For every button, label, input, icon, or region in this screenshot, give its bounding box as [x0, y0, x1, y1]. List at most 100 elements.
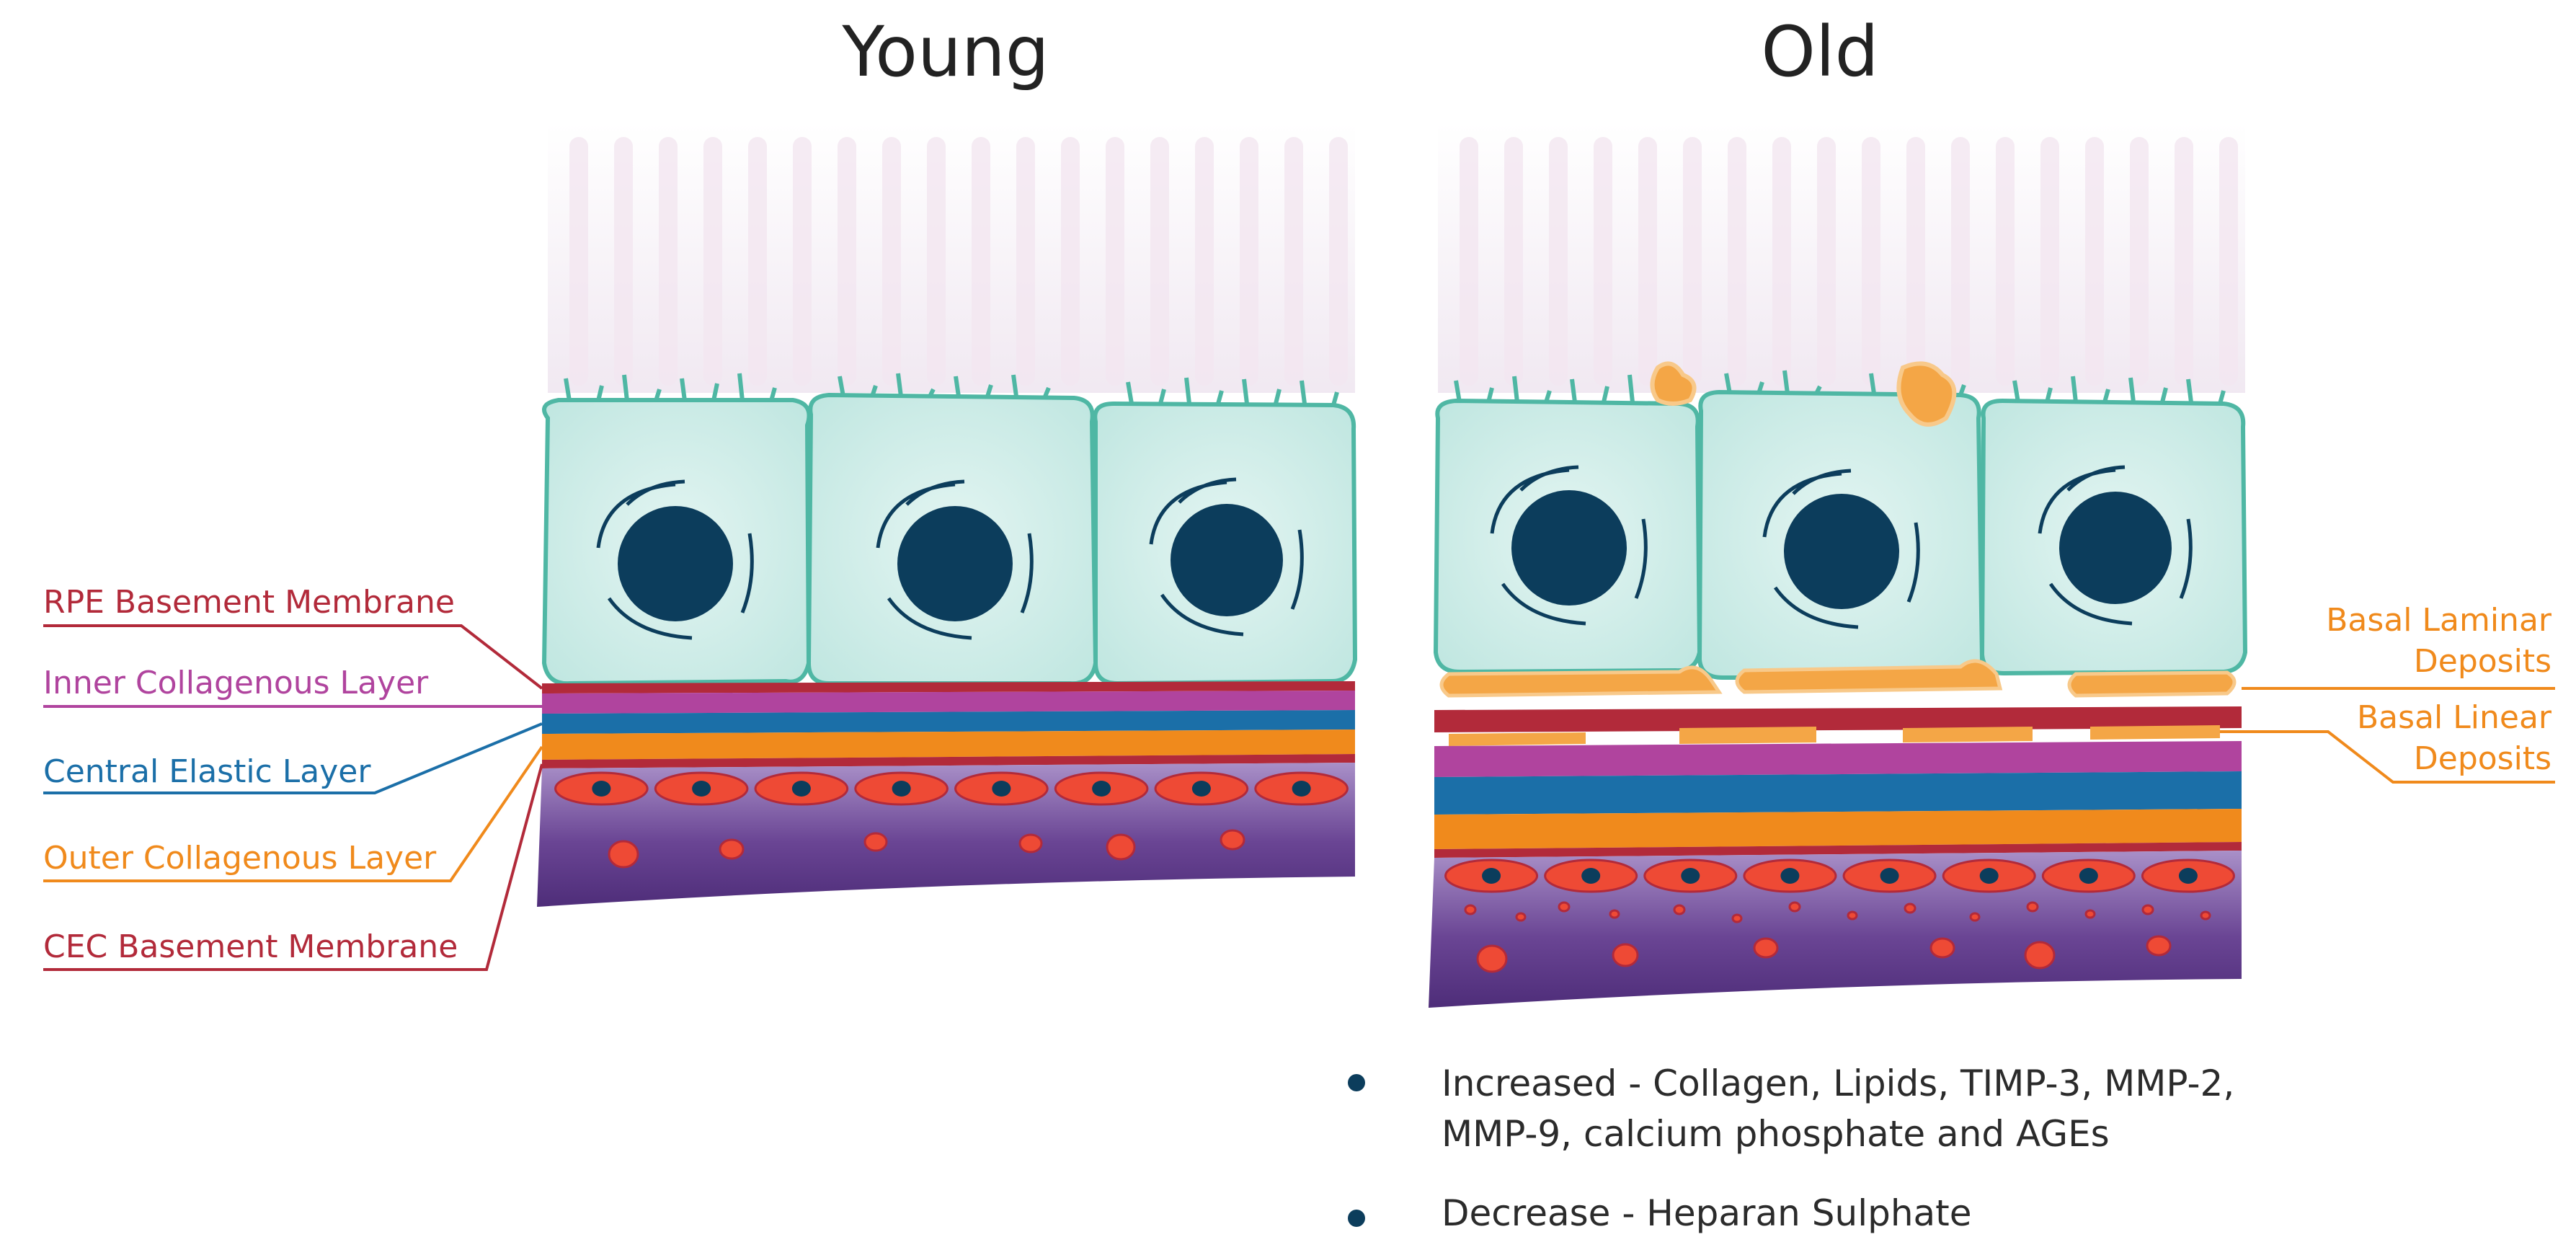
blood-cell: [1612, 943, 1639, 967]
photoreceptor-segment: [1329, 137, 1348, 386]
old-nucleus: [1784, 494, 1899, 609]
endothelial-nucleus: [1780, 868, 1800, 884]
old-apical-deposit: [1896, 361, 1957, 427]
endothelial-nucleus: [1092, 781, 1111, 797]
deposit-labels: Basal Laminar Deposits Basal Linear Depo…: [2220, 602, 2555, 784]
photoreceptor-haze: [548, 123, 1355, 393]
blood-cell: [1464, 904, 1477, 915]
photoreceptor-segment: [1638, 137, 1657, 386]
endothelial-nucleus: [1581, 868, 1601, 884]
young-nucleus: [618, 506, 733, 621]
photoreceptor-segment: [1061, 137, 1080, 386]
leader-line: [43, 624, 543, 690]
photoreceptor-segment: [2130, 137, 2149, 386]
blood-cell: [1106, 833, 1136, 861]
photoreceptor-segment: [1683, 137, 1702, 386]
blood-cell: [1673, 904, 1686, 915]
young-outer-collagenous-layer: [542, 730, 1355, 760]
photoreceptor-segment: [1016, 137, 1035, 386]
photoreceptor-segment: [1150, 137, 1169, 386]
blood-cell: [608, 840, 639, 869]
blood-cell: [2146, 935, 2172, 957]
photoreceptor-segment: [927, 137, 946, 386]
leader-line: [43, 745, 543, 882]
old-rpe-basement-membrane: [1434, 706, 2242, 732]
endothelial-nucleus: [992, 781, 1011, 797]
photoreceptor-segment: [2040, 137, 2059, 386]
label-basal-linear-line1: Basal Linear: [2357, 699, 2552, 736]
label-central-elastic-layer: Central Elastic Layer: [43, 722, 543, 794]
photoreceptor-haze: [1438, 123, 2245, 393]
label-inner-collagenous-layer-text: Inner Collagenous Layer: [43, 665, 429, 701]
photoreceptor-segment: [659, 137, 678, 386]
photoreceptor-segment: [1195, 137, 1214, 386]
old-blood-cells: [1464, 901, 2211, 973]
old-organelles: [1490, 465, 2193, 629]
photoreceptor-segment: [1951, 137, 1970, 386]
old-central-elastic-layer: [1434, 771, 2242, 815]
old-basal-linear-deposits: [1449, 725, 2220, 746]
blood-cell: [1609, 909, 1620, 919]
blood-cell: [1515, 912, 1527, 922]
photoreceptor-segment: [1728, 137, 1746, 386]
label-outer-collagenous-layer-text: Outer Collagenous Layer: [43, 840, 437, 877]
endothelial-nucleus: [692, 781, 711, 797]
photoreceptor-segment: [1106, 137, 1124, 386]
blood-cell: [2026, 901, 2039, 913]
young-rpe-cells: [541, 373, 1358, 686]
blood-cell: [1847, 910, 1858, 921]
photoreceptor-segment: [1772, 137, 1791, 386]
blood-cell: [1969, 912, 1981, 922]
label-cec-basement-membrane: CEC Basement Membrane: [43, 763, 543, 971]
blood-cell: [1476, 944, 1508, 973]
photoreceptor-segment: [1817, 137, 1836, 386]
photoreceptor-segment: [1906, 137, 1925, 386]
photoreceptor-segment: [2175, 137, 2193, 386]
old-endothelial-cells: [1444, 859, 2235, 893]
endothelial-nucleus: [1880, 868, 1899, 884]
blood-cell: [2024, 941, 2056, 970]
label-cec-basement-membrane-text: CEC Basement Membrane: [43, 928, 458, 965]
photoreceptor-segment: [1240, 137, 1258, 386]
old-outer-collagenous-layer: [1434, 809, 2242, 849]
photoreceptor-segment: [838, 137, 856, 386]
leader-line: [2220, 730, 2555, 784]
endothelial-nucleus: [1681, 868, 1700, 884]
leader-line: [43, 763, 543, 971]
blood-cell: [2084, 909, 2096, 919]
photoreceptor-segment: [1460, 137, 1478, 386]
label-basal-laminar-line1: Basal Laminar: [2326, 602, 2552, 639]
blood-cell: [1929, 937, 1955, 959]
old-basal-laminar-deposits: [1439, 665, 1723, 698]
old-basal-laminar-deposits: [1735, 659, 2003, 694]
young-tissue: [537, 123, 1358, 907]
old-inner-collagenous-layer: [1434, 741, 2242, 777]
photoreceptor-segment: [1504, 137, 1523, 386]
young-blood-cells: [608, 829, 1245, 869]
old-nucleus: [1511, 490, 1627, 606]
blood-cell: [1788, 901, 1801, 913]
notes: Increased - Collagen, Lipids, TIMP-3, MM…: [1348, 1063, 2234, 1234]
photoreceptor-segment: [1996, 137, 2015, 386]
endothelial-nucleus: [2079, 868, 2098, 884]
endothelial-nucleus: [892, 781, 911, 797]
young-nucleus: [1171, 504, 1283, 616]
old-rpe-cells: [1433, 361, 2248, 680]
blood-cell: [1558, 901, 1571, 913]
young-endothelial-cells: [554, 771, 1349, 806]
blood-cell: [1731, 913, 1743, 923]
blood-cell: [2200, 910, 2211, 921]
photoreceptor-segment: [882, 137, 901, 386]
blood-cell: [1904, 903, 1917, 914]
photoreceptor-segment: [614, 137, 633, 386]
label-rpe-basement-membrane-text: RPE Basement Membrane: [43, 584, 455, 621]
blood-cell: [1753, 937, 1779, 959]
note-increased-line2: MMP-9, calcium phosphate and AGEs: [1442, 1113, 2110, 1155]
photoreceptor-segment: [2219, 137, 2238, 386]
young-organelles: [596, 477, 1304, 640]
bullet-icon: [1348, 1210, 1365, 1227]
photoreceptor-segment: [1549, 137, 1568, 386]
young-inner-collagenous-layer: [542, 691, 1355, 714]
